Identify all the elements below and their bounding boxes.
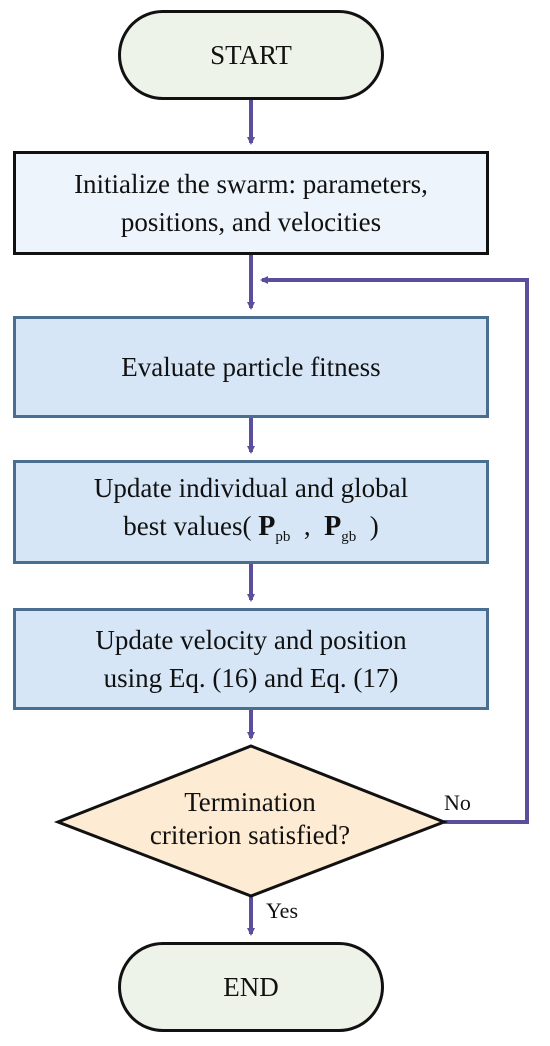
- decision-line-2: criterion satisfied?: [149, 820, 351, 850]
- initialize-line-1: Initialize the swarm: parameters,: [74, 169, 428, 199]
- update-velocity-step: Update velocity and position using Eq. (…: [13, 608, 489, 710]
- start-terminal: START: [118, 10, 384, 100]
- update-best-prefix: best values(: [123, 510, 252, 541]
- update-velocity-line-1: Update velocity and position: [95, 625, 407, 655]
- p-best-symbol: P: [258, 510, 276, 542]
- update-best-line-1: Update individual and global: [93, 472, 409, 503]
- end-label: END: [223, 972, 279, 1002]
- evaluate-label: Evaluate particle fitness: [121, 352, 381, 382]
- yes-branch-label: Yes: [266, 898, 299, 923]
- close-paren: ): [369, 510, 379, 541]
- end-terminal: END: [118, 942, 384, 1032]
- no-branch-label: No: [444, 790, 471, 815]
- separator-comma: ,: [303, 510, 311, 541]
- update-velocity-line-2: using Eq. (16) and Eq. (17): [103, 663, 399, 693]
- initialize-line-2: positions, and velocities: [120, 207, 382, 237]
- evaluate-step: Evaluate particle fitness: [13, 316, 489, 418]
- decision-line-1: Termination: [184, 787, 316, 817]
- decision-diamond: [53, 744, 449, 898]
- g-best-symbol: P: [324, 510, 342, 542]
- g-best-subscript: gb: [341, 528, 357, 545]
- start-label: START: [210, 40, 292, 70]
- decision-text: Termination criterion satisfied?: [100, 786, 400, 852]
- initialize-step: Initialize the swarm: parameters, positi…: [13, 151, 489, 255]
- p-best-subscript: pb: [275, 528, 291, 545]
- update-best-line-2: best values( Ppb , Pgb ): [123, 507, 378, 556]
- loop-back-no-branch: [260, 276, 529, 824]
- update-best-step: Update individual and global best values…: [13, 460, 489, 564]
